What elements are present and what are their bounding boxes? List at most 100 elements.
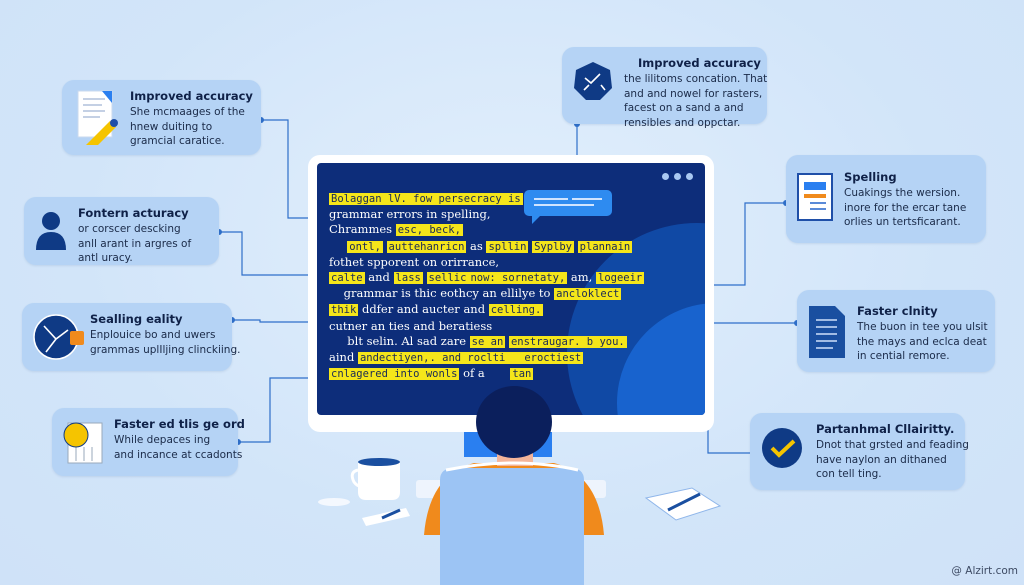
- card-line: anll arant in argres of: [78, 237, 192, 250]
- screen-text-line: grammar errors in spelling,: [329, 207, 644, 222]
- text-segment: am,: [567, 270, 596, 285]
- badge-check-icon: [572, 56, 614, 104]
- highlighted-text: ancloklect: [554, 288, 622, 301]
- card-title: Faster ed tlis ge ord: [114, 417, 245, 431]
- card-line: Cuakings the wersion.: [844, 187, 961, 199]
- highlighted-text: auttehanricn: [386, 240, 467, 253]
- highlighted-text: spllin: [486, 240, 529, 253]
- highlighted-text: sellic: [426, 272, 469, 285]
- monitor: Bolaggan lV. fow persecracy is grammar er…: [308, 155, 714, 432]
- card-line: and incance at ccadonts: [114, 448, 243, 461]
- person-at-desk: [424, 386, 604, 585]
- clipboard-icon: [796, 170, 834, 221]
- screen-text-line: grammar is thic eothcy an ellilye to anc…: [329, 286, 644, 302]
- text-segment: as: [466, 238, 487, 253]
- highlighted-text: celling.: [488, 304, 544, 317]
- connector: [238, 377, 318, 443]
- notebook-pen-icon: [644, 487, 722, 521]
- highlighted-text: andectiyen,. and roclti eroctiest: [357, 352, 584, 365]
- feature-card-fontern-acturacy: Fontern acturacy or corscer descking anll…: [24, 197, 219, 265]
- text-segment: grammar is thic eothcy an ellilye to: [329, 286, 555, 301]
- highlighted-text: ontl,: [347, 240, 383, 253]
- card-line: hnew duiting to: [130, 120, 213, 133]
- highlighted-text: cnlagered into wonls: [329, 368, 460, 381]
- monitor-screen: Bolaggan lV. fow persecracy is grammar er…: [317, 163, 705, 415]
- card-line: con tell ting.: [816, 468, 882, 480]
- highlighted-text: tan: [510, 368, 534, 381]
- feature-card-partanhmal-clarity: Partanhmal Cllairitty. Dnot that grsted …: [750, 413, 969, 490]
- card-title: Improved accuracy: [638, 56, 761, 70]
- card-line: facest on a sand a and: [624, 102, 744, 114]
- text-segment: blt selin. Al sad zare: [329, 333, 470, 348]
- text-segment: fothet spporent on orirrance,: [329, 254, 500, 269]
- coffee-mug-icon: [350, 458, 400, 500]
- mouse-icon: [318, 498, 350, 506]
- card-line: inore for the ercar tane: [844, 201, 967, 214]
- screen-text-line: aind andectiyen,. and roclti eroctiest: [329, 350, 644, 366]
- document-highlighter-icon: [72, 89, 120, 145]
- card-title: Fontern acturacy: [78, 206, 189, 220]
- highlighted-text: enstraugar. b you.: [508, 335, 627, 348]
- card-line: the lilitoms concation. That: [624, 73, 768, 85]
- feature-card-improved-accuracy-top: Improved accuracy the lilitoms concation…: [562, 47, 768, 129]
- card-line: and and nowel for rasters,: [624, 87, 763, 100]
- window-dots: [662, 173, 693, 180]
- text-segment: and: [364, 270, 394, 285]
- notepad-pen-icon: [362, 508, 410, 526]
- feature-card-spelling: Spelling Cuakings the wersion.inore for …: [786, 155, 986, 243]
- card-line: antl uracy.: [78, 252, 133, 264]
- screen-text-line: cutner an ties and beratiess: [329, 319, 644, 334]
- card-line: the mays and eclca deat: [857, 335, 987, 348]
- card-line: While depaces ing: [114, 434, 211, 446]
- card-line: in cential remore.: [857, 350, 950, 362]
- highlighted-text: esc, beck,: [395, 224, 463, 237]
- card-line: have naylon an dithaned: [816, 453, 947, 466]
- highlighted-text: logeeir: [596, 272, 645, 285]
- connector: [705, 202, 786, 286]
- highlighted-text: Bolaggan lV. fow persecracy is: [329, 193, 523, 205]
- connector: [707, 422, 750, 454]
- highlighted-text: plannain: [577, 240, 633, 253]
- document-icon: [807, 304, 847, 358]
- card-line: Enplouice bo and uwers: [90, 329, 216, 341]
- text-segment: grammar errors in spelling,: [329, 207, 491, 222]
- card-line: grammas uplIljing clinckiing.: [90, 343, 241, 356]
- chart-sun-icon: [62, 417, 104, 465]
- card-title: Partanhmal Cllairitty.: [816, 422, 955, 436]
- highlighted-text: now: sornetaty,: [468, 272, 568, 285]
- card-title: Improved accuracy: [130, 89, 253, 103]
- card-line: gramcial caratice.: [130, 135, 225, 147]
- text-segment: ddfer and aucter and: [358, 302, 489, 317]
- checkmark-icon: [760, 422, 806, 470]
- card-title: Faster clnity: [857, 304, 938, 318]
- text-segment: cutner an ties and beratiess: [329, 318, 493, 333]
- watermark: @ Alzirt.com: [951, 565, 1018, 577]
- highlighted-text: calte: [329, 272, 365, 285]
- highlighted-text: lass: [393, 272, 423, 285]
- connector: [261, 119, 318, 219]
- screen-text-line: fothet spporent on orirrance,: [329, 255, 644, 270]
- screen-text-line: thik ddfer and aucter and celling.: [329, 302, 644, 318]
- connector: [232, 319, 318, 323]
- screen-text-line: ontl, auttehanricn as spllin Syplby plan…: [329, 239, 644, 255]
- card-line: Dnot that grsted and feading: [816, 439, 969, 451]
- screen-text-line: Chrammes esc, beck,: [329, 222, 644, 238]
- feature-card-faster-clarity: Faster clnity The buon in tee you ulsit t…: [797, 290, 995, 372]
- card-title: Sealling eality: [90, 312, 183, 326]
- text-segment: Chrammes: [329, 222, 396, 237]
- card-line: The buon in tee you ulsit: [857, 321, 988, 333]
- card-line: She mcmaages of the: [130, 106, 245, 118]
- text-segment: of a: [459, 366, 511, 381]
- connector: [219, 231, 318, 276]
- highlighted-text: se an: [469, 335, 506, 348]
- card-line: orlies un tertsficarant.: [844, 216, 961, 228]
- user-icon: [34, 206, 68, 254]
- card-line: or corscer descking: [78, 223, 181, 235]
- clock-icon: [32, 312, 84, 360]
- chat-bubble-icon: [524, 190, 612, 224]
- screen-text-line: Bolaggan lV. fow persecracy is: [329, 191, 644, 207]
- highlighted-text: Syplby: [532, 240, 575, 253]
- screen-text-line: blt selin. Al sad zare se an enstraugar.…: [329, 334, 644, 350]
